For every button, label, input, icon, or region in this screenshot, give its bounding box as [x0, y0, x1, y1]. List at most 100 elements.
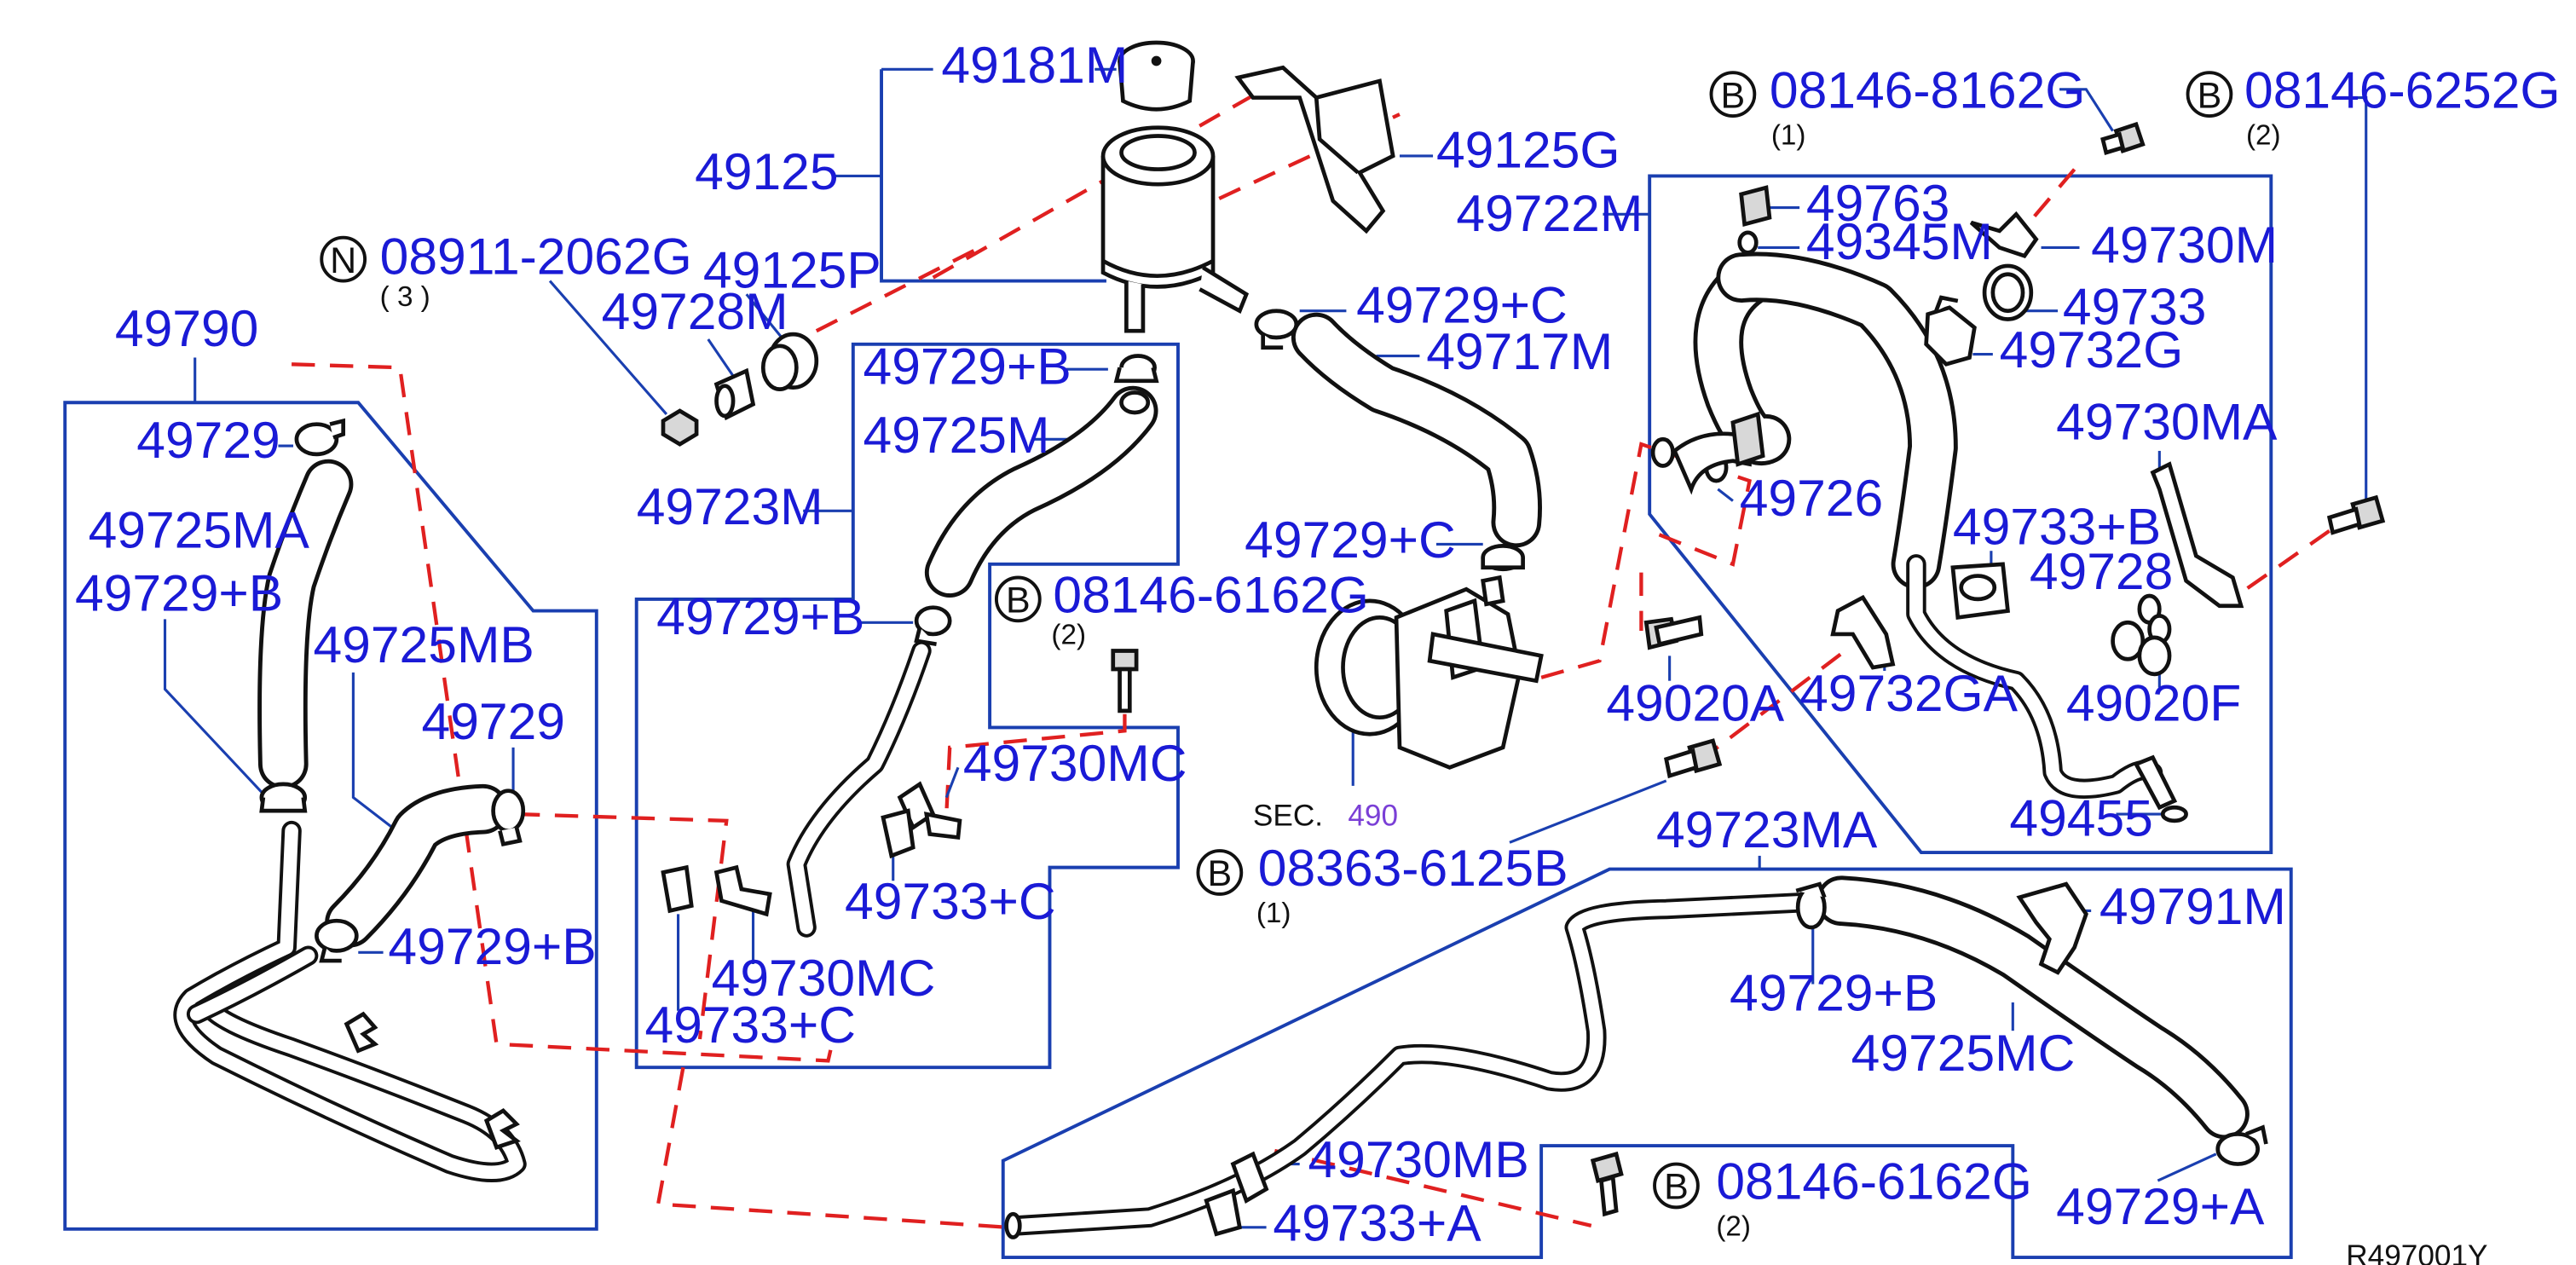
grommet-49733 [1982, 263, 2034, 321]
dashed-line-down-to-tube [656, 1066, 1008, 1229]
power-steering-pump [1314, 575, 1544, 770]
hose-loop-49790 [173, 820, 527, 1183]
bracket-49730MA [2150, 461, 2244, 609]
part-label-49732G: 49732G [2000, 321, 2184, 378]
clamp-49732G [1924, 295, 1977, 367]
part-label-49729-mid: 49729 [422, 692, 565, 750]
fastener-callout-b-08146-6162G-mid: B 08146-6162G (2) [994, 566, 1369, 651]
fastener-callout-b-08146-6162G-bottom: B 08146-6162G (2) [1653, 1152, 2032, 1243]
fastener-callout-b-08146-6252G: B 08146-6252G (2) [2186, 61, 2561, 151]
fastener-letter: B [2198, 75, 2222, 116]
part-label-49181M: 49181M [941, 36, 1128, 94]
fastener-quantity: ( 3 ) [380, 281, 430, 313]
part-label-49791M: 49791M [2099, 877, 2286, 935]
part-label-49733A: 49733+A [1273, 1193, 1481, 1251]
fastener-part-number: 08146-8162G [1770, 61, 2086, 118]
clamp-49729B-mid [914, 605, 952, 646]
dashed-line-pump-fitting [1540, 442, 1752, 679]
clamp-49729-mid [491, 788, 526, 846]
part-label-49729C-top: 49729+C [1356, 275, 1568, 333]
clamp-49729B-top-mid [1113, 354, 1159, 384]
part-label-49729B-mid: 49729+B [656, 587, 864, 645]
part-label-49345M: 49345M [1806, 212, 1993, 270]
fastener-part-number: 08146-6252G [2244, 61, 2561, 118]
part-label-49733: 49733 [2063, 277, 2206, 335]
part-label-49125G: 49125G [1436, 121, 1620, 179]
part-label-49763: 49763 [1806, 174, 1949, 232]
part-label-49729-top: 49729 [136, 411, 280, 469]
bracket-49730M [1969, 211, 2039, 259]
bolt-08363-6125B [1664, 738, 1723, 779]
hose-49725MB [325, 783, 509, 948]
part-label-49732GA: 49732GA [1799, 664, 2019, 722]
hose-clip-left-2 [483, 1108, 521, 1150]
dashed-line-bolt-6162 [944, 713, 1127, 815]
part-label-49730MA: 49730MA [2056, 392, 2278, 450]
grommet-49733B [1950, 562, 2011, 621]
dashed-line-reservoir-bracket [932, 90, 1259, 280]
fastener-letter: B [1006, 581, 1031, 621]
fastener-letter: B [1208, 853, 1233, 894]
fastener-quantity: (2) [1716, 1211, 1751, 1243]
clamp-49729B-lower [315, 918, 359, 963]
part-label-49733B: 49733+B [1953, 497, 2161, 555]
fastener-callout-b-08146-8162G: B 08146-8162G (1) [1709, 61, 2086, 151]
reservoir-bracket-49125G [1234, 65, 1395, 234]
fastener-callout-b-08363-6125B: B 08363-6125B (1) [1196, 839, 1568, 929]
fastener-callout-n-08911: N 08911-2062G ( 3 ) [320, 228, 692, 313]
fastener-part-number: 08146-6162G [1716, 1152, 2032, 1210]
part-label-49020F: 49020F [2066, 674, 2241, 732]
dashed-line-bolt-8363 [1698, 645, 1851, 763]
fastener-letter: N [330, 240, 356, 281]
part-label-49125P: 49125P [703, 240, 881, 298]
bolt-08146-6162G-bottom [1590, 1151, 1624, 1217]
part-label-49725MC: 49725MC [1851, 1024, 2076, 1082]
part-label-49723MA: 49723MA [1656, 800, 1878, 858]
clamp-49729C-pump [1481, 544, 1525, 572]
part-label-49729B-bottom: 49729+B [1730, 964, 1938, 1022]
fastener-letter: B [1664, 1167, 1689, 1208]
hose-49717M [1291, 312, 1542, 548]
group-box-49722M [1648, 174, 2273, 854]
part-label-49728: 49728 [2030, 542, 2173, 600]
part-label-49725MB: 49725MB [313, 615, 534, 673]
fastener-quantity: (1) [1771, 119, 1806, 151]
hose-clip-left-1 [344, 1011, 379, 1054]
grommet-49125P [760, 332, 819, 391]
part-label-49730M: 49730M [2091, 216, 2278, 274]
part-label-49729B-lower: 49729+B [388, 917, 596, 975]
fastener-part-number: 08363-6125B [1258, 839, 1568, 897]
part-label-49125: 49125 [695, 142, 838, 200]
collar-49728M [713, 367, 756, 421]
fastener-quantity: (2) [1051, 620, 1086, 651]
leader-lines [163, 67, 2368, 1229]
seals-49726 [1650, 411, 1765, 495]
bracket-49730MB [1204, 1151, 1269, 1237]
bolt-08146-6252G [2326, 494, 2386, 535]
part-label-49729A: 49729+A [2056, 1177, 2265, 1235]
part-label-49733C-upper: 49733+C [845, 872, 1056, 930]
clamp-49729-top [294, 418, 346, 457]
part-label-49729B-top-mid: 49729+B [863, 338, 1071, 396]
reservoir-cap-49181M [1118, 40, 1195, 112]
clamp-49729C-top [1254, 309, 1299, 350]
clamp-49729B-bottom [1795, 881, 1827, 930]
part-label-49723M: 49723M [637, 477, 823, 535]
reservoir-tank-49125 [1100, 125, 1250, 333]
dashed-line-49730MB [1274, 1148, 1592, 1227]
fastener-quantity: (1) [1256, 898, 1291, 929]
part-label-49730MC-upper: 49730MC [963, 734, 1187, 792]
section-number-link[interactable]: 490 [1348, 800, 1398, 833]
group-box-49723M [634, 342, 1180, 1070]
dashed-line-bolt-6252 [2228, 529, 2331, 603]
tube-49723MA [1004, 892, 1813, 1239]
fastener-part-number: 08911-2062G [380, 228, 692, 286]
part-label-49733C-lower: 49733+C [644, 996, 856, 1054]
fastener-letter: B [1721, 75, 1746, 116]
bolt-08146-8162G [2100, 121, 2146, 155]
bolt-08146-6162G-mid [1111, 649, 1139, 713]
bolt-49020A [1643, 615, 1704, 650]
part-label-49728M: 49728M [602, 282, 788, 340]
group-box-49790 [63, 401, 598, 1231]
